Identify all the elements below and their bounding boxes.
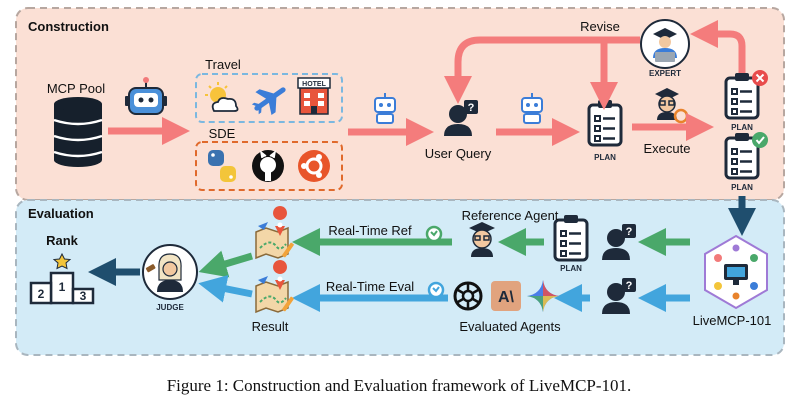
mcp-pool-label: MCP Pool <box>47 81 105 96</box>
anthropic-logo-text: A\ <box>498 289 515 306</box>
revise-label: Revise <box>580 19 620 34</box>
database-icon <box>53 97 103 167</box>
evaluation-title: Evaluation <box>28 206 94 221</box>
plan-icon <box>587 98 623 147</box>
sde-label: SDE <box>209 126 236 141</box>
result-label: Result <box>252 319 289 334</box>
openai-icon <box>453 281 483 311</box>
accept-badge-icon <box>752 132 768 148</box>
refresh-eval-icon <box>427 281 445 299</box>
python-icon <box>208 150 236 182</box>
anthropic-icon: A\ <box>491 281 521 311</box>
livemcp-icon <box>704 234 768 310</box>
expert-icon <box>640 19 690 69</box>
plan-label-ref: PLAN <box>560 264 582 273</box>
plan-label: PLAN <box>594 153 616 162</box>
robot-small-icon-2 <box>521 92 543 124</box>
ubuntu-icon <box>298 150 330 182</box>
real-time-ref-label: Real-Time Ref <box>328 223 412 238</box>
sde-group <box>195 141 343 191</box>
arrow-revise-loop <box>690 20 746 74</box>
reference-agent-icon <box>469 222 495 257</box>
podium-third: 3 <box>80 289 87 303</box>
podium-first: 1 <box>59 280 66 294</box>
robot-small-icon <box>374 92 396 124</box>
real-time-eval-label: Real-Time Eval <box>326 279 414 294</box>
weather-icon <box>205 82 239 112</box>
plan-rejected-label: PLAN <box>731 123 753 132</box>
judge-icon <box>142 244 198 300</box>
arrow-result-ref-to-judge <box>198 250 254 278</box>
execute-label: Execute <box>644 141 691 156</box>
github-icon <box>252 150 284 182</box>
arrow-result-eval-to-judge <box>198 275 253 303</box>
evaluation-panel <box>15 199 785 356</box>
executor-icon <box>655 88 689 124</box>
user-query-label: User Query <box>425 146 492 161</box>
podium-icon <box>29 252 95 305</box>
construction-title: Construction <box>28 19 109 34</box>
arrow-expert-to-query <box>444 36 640 104</box>
airplane-icon <box>251 87 286 116</box>
refresh-ref-icon <box>425 225 443 243</box>
travel-group <box>195 73 343 123</box>
gemini-icon <box>527 280 559 312</box>
reject-badge-icon <box>752 70 768 86</box>
rank-label: Rank <box>46 233 79 248</box>
plan-icon-ref <box>553 213 589 262</box>
expert-label: EXPERT <box>649 69 681 78</box>
reference-agent-label: Reference Agent <box>462 208 559 223</box>
podium-second: 2 <box>38 287 45 301</box>
robot-icon <box>125 77 167 115</box>
hotel-icon: HOTEL <box>297 77 331 115</box>
judge-label: JUDGE <box>156 303 184 312</box>
livemcp-label: LiveMCP-101 <box>693 313 772 328</box>
travel-label: Travel <box>205 57 241 72</box>
evaluated-agents-label: Evaluated Agents <box>459 319 561 334</box>
plan-accepted-label: PLAN <box>731 183 753 192</box>
framework-diagram: ? Construction Evaluation MCP Pool <box>15 7 785 356</box>
figure-caption: Figure 1: Construction and Evaluation fr… <box>166 376 632 395</box>
hotel-sign: HOTEL <box>302 81 326 88</box>
